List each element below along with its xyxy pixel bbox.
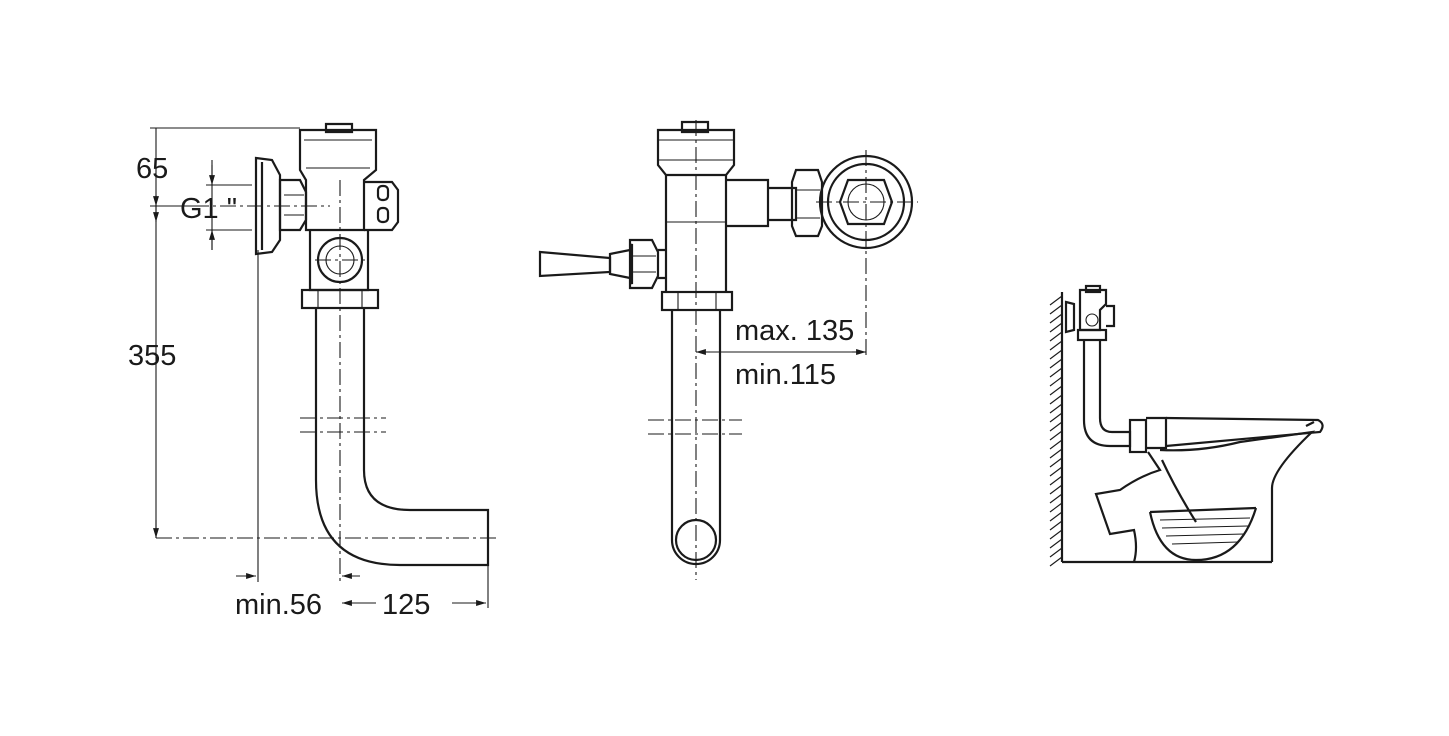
dim-reach-min-label: min.115 <box>735 359 836 391</box>
wall-hatch-line <box>1049 484 1063 495</box>
wall-hatch-line <box>1049 295 1063 306</box>
wall-hatch-line <box>1049 529 1063 540</box>
wall-hatch-line <box>1049 340 1063 351</box>
wall-hatch-line <box>1049 322 1063 333</box>
wall-hatch-line <box>1049 547 1063 558</box>
dim-height-label: 355 <box>128 340 176 372</box>
dim-reach-max-label: max. 135 <box>735 315 854 347</box>
wall-hatch-line <box>1049 394 1063 405</box>
wall-hatch-line <box>1049 439 1063 450</box>
dim-pipe-length-label: 125 <box>382 589 430 621</box>
wall-hatch-line <box>1049 421 1063 432</box>
wall-hatch-line <box>1049 466 1063 477</box>
wall-hatch-line <box>1049 493 1063 504</box>
wall-hatch-line <box>1049 349 1063 360</box>
wall-hatch-line <box>1049 412 1063 423</box>
wall-hatch-line <box>1049 520 1063 531</box>
dim-top-offset-label: 65 <box>136 153 168 185</box>
wall-hatch-line <box>1049 556 1063 567</box>
wall-hatch-line <box>1049 304 1063 315</box>
wall-hatch-line <box>1049 502 1063 513</box>
flush-valve-front-view <box>538 120 918 580</box>
wall-hatch-line <box>1049 538 1063 549</box>
dim-thread-label: G1 " <box>180 193 237 225</box>
dim-wall-min-label: min.56 <box>235 589 322 621</box>
wall-hatch-line <box>1049 313 1063 324</box>
wall-hatch-line <box>1049 367 1063 378</box>
wall-hatch-line <box>1049 376 1063 387</box>
flush-valve-side-view <box>150 122 500 608</box>
wall-hatch-line <box>1049 385 1063 396</box>
wall-hatch-line <box>1049 457 1063 468</box>
toilet-installation-view <box>1049 284 1324 567</box>
wall-hatch-line <box>1049 331 1063 342</box>
wall-hatch-line <box>1049 448 1063 459</box>
wall-hatch-line <box>1049 430 1063 441</box>
wall-hatch-line <box>1049 358 1063 369</box>
wall-hatch-line <box>1049 475 1063 486</box>
wall-hatch-line <box>1049 403 1063 414</box>
wall-hatch-line <box>1049 511 1063 522</box>
